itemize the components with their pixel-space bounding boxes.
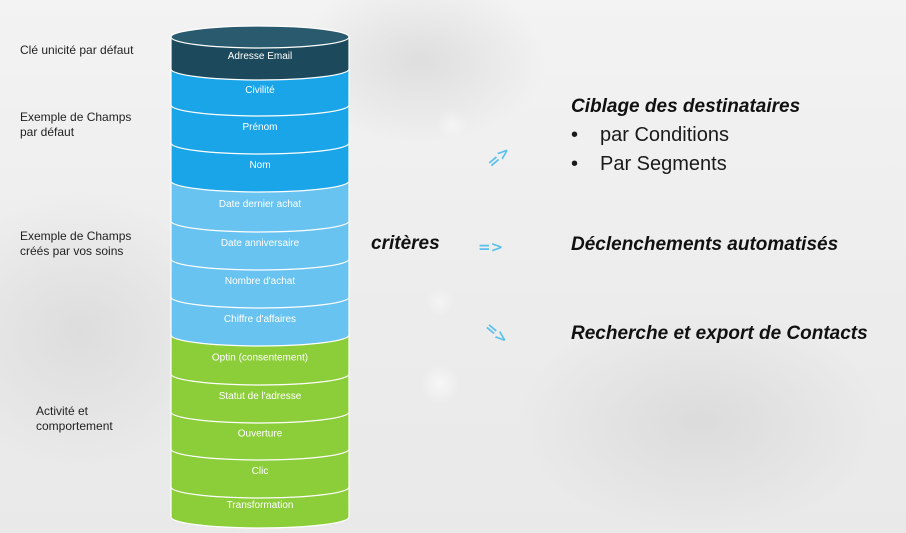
field-label: Ouverture (238, 429, 283, 440)
field-label: Date dernier achat (219, 199, 301, 210)
cylinder-segment (170, 448, 350, 499)
cylinder-segment (170, 486, 350, 529)
targeting-list: •par Conditions •Par Segments (571, 124, 729, 182)
cylinder-segment (170, 180, 350, 233)
list-item: •par Conditions (571, 124, 729, 146)
cylinder-segment (170, 36, 350, 81)
cylinder-segment (170, 220, 350, 271)
arrow-right-icon: => (478, 238, 504, 256)
heading-automation: Déclenchements automatisés (571, 234, 839, 255)
field-label: Optin (consentement) (212, 353, 308, 364)
field-label: Civilité (245, 85, 275, 96)
field-label: Statut de l'adresse (219, 391, 302, 402)
cylinder-top-cap (170, 25, 350, 49)
cylinder-segment (170, 373, 350, 424)
cylinder-segment (170, 296, 350, 347)
cylinder-segment (170, 334, 350, 386)
cylinder-segment (170, 68, 350, 117)
field-label: Adresse Email (228, 51, 292, 62)
heading-targeting: Ciblage des destinataires (571, 96, 801, 117)
list-item: •Par Segments (571, 153, 727, 175)
cylinder-segment (170, 258, 350, 309)
criteria-label: critères (371, 233, 440, 254)
field-label: Date anniversaire (221, 238, 300, 249)
label-custom-fields: Exemple de Champs créés par vos soins (20, 229, 132, 258)
label-default-fields: Exemple de Champs par défaut (20, 110, 132, 139)
heading-search-export: Recherche et export de Contacts (571, 323, 868, 344)
cylinder-segment (170, 104, 350, 155)
field-label: Nom (249, 160, 270, 171)
bullet-icon: • (571, 124, 579, 146)
field-label: Transformation (227, 500, 294, 511)
cylinder-segment (170, 142, 350, 193)
field-label: Clic (252, 466, 269, 477)
label-activity: Activité et comportement (36, 404, 113, 433)
cylinder-segment (170, 411, 350, 461)
field-label: Nombre d'achat (225, 276, 296, 287)
bullet-icon: • (571, 153, 579, 175)
label-unicity-key: Clé unicité par défaut (20, 43, 134, 57)
field-label: Prénom (242, 122, 277, 133)
field-label: Chiffre d'affaires (224, 314, 296, 325)
